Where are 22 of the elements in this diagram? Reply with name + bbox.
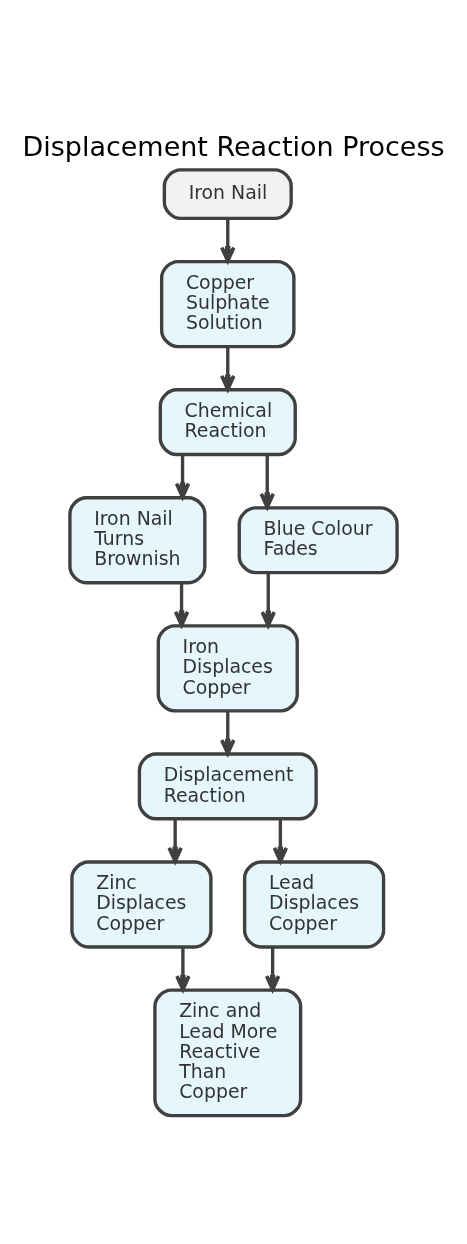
node-box: Blue Colour Fades: [237, 505, 399, 574]
node-box: Iron Nail Turns Brownish: [68, 495, 207, 584]
arrow: [264, 946, 281, 992]
node-box: Iron Nail: [162, 167, 293, 220]
node-box: Copper Sulphate Solution: [159, 259, 296, 348]
node-box: Chemical Reaction: [158, 387, 297, 456]
node-box: Displacement Reaction: [137, 751, 318, 820]
arrow: [260, 572, 276, 627]
arrow: [174, 454, 191, 499]
arrow: [175, 946, 191, 992]
arrow: [220, 218, 236, 263]
node-box: Iron Displaces Copper: [156, 623, 299, 713]
node-box: Zinc Displaces Copper: [70, 859, 213, 949]
arrow: [220, 346, 236, 391]
node-box: Zinc and Lead More Reactive Than Copper: [153, 987, 303, 1117]
arrow: [173, 582, 190, 627]
arrow: [220, 710, 236, 756]
arrow: [167, 818, 183, 863]
node-box: Lead Displaces Copper: [242, 859, 386, 949]
arrow: [259, 454, 275, 509]
arrow: [272, 818, 289, 863]
diagram-title: Displacement Reaction Process: [22, 130, 445, 162]
